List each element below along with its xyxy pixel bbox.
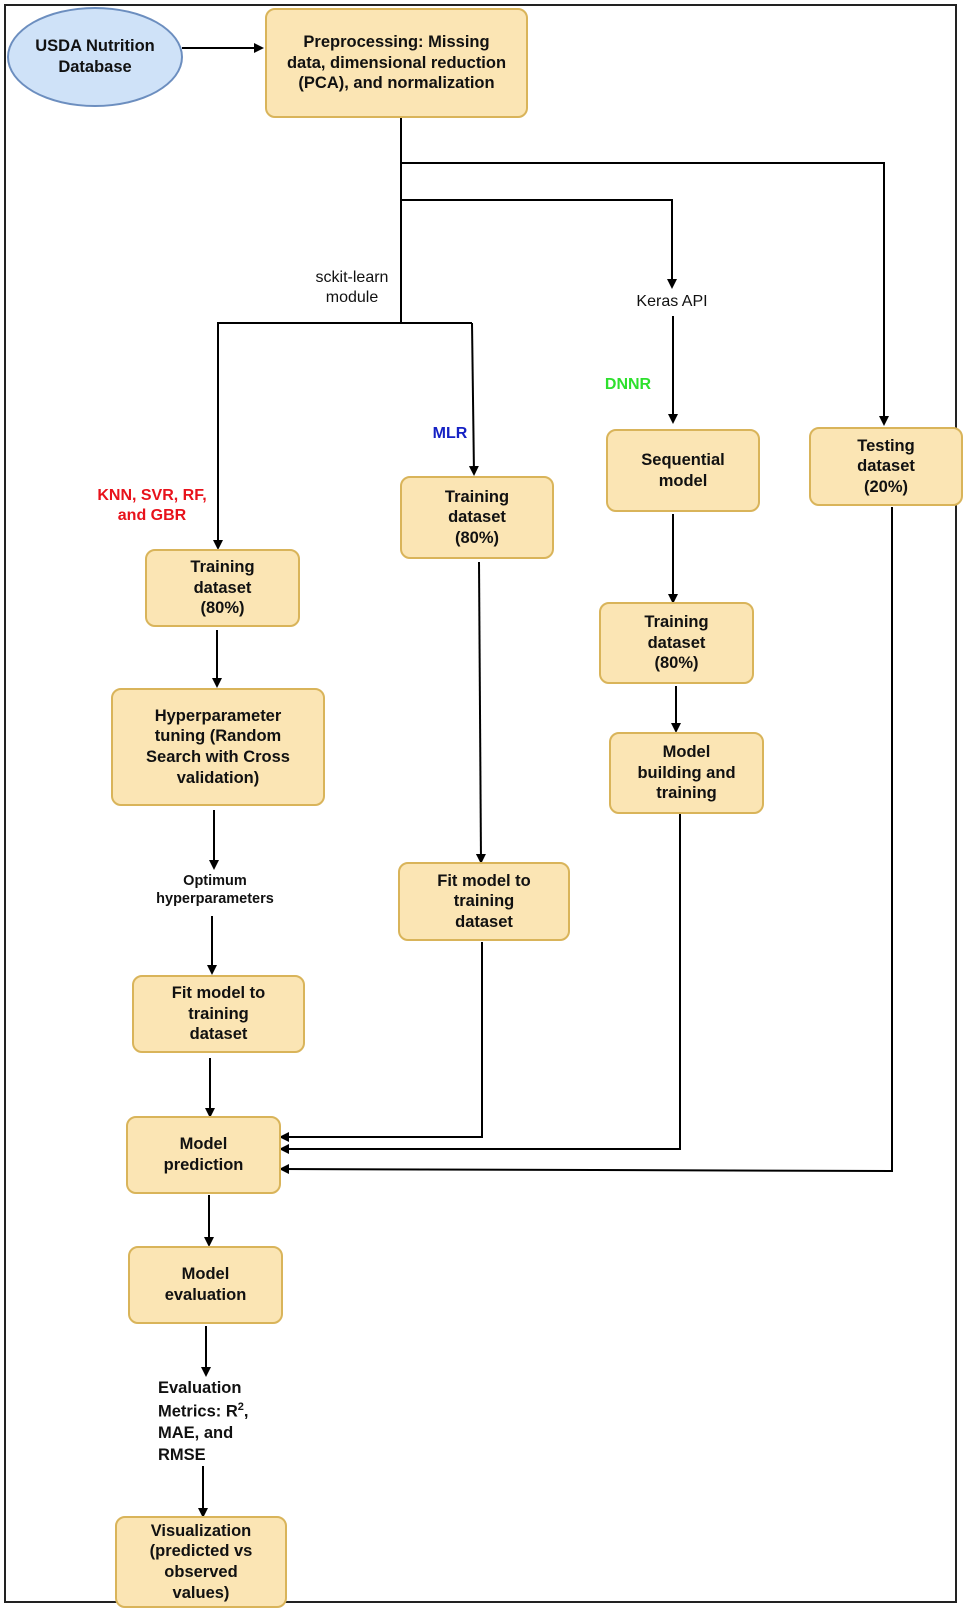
preprocessing-line-3: (PCA), and normalization (298, 74, 495, 93)
ml-models-line-1: KNN, SVR, RF, (97, 487, 207, 504)
mlr-text: MLR (432, 425, 468, 442)
train-ml-line-2: dataset (193, 578, 252, 597)
metrics-line-3: MAE, and (158, 1424, 234, 1443)
sklearn-line-2: module (325, 289, 379, 306)
box-model-building-training: Model building and training (609, 732, 764, 814)
box-training-dataset-ml: Training dataset (80%) (145, 549, 300, 627)
prediction-line-1: Model (179, 1135, 228, 1154)
box-hyperparameter-tuning: Hyperparameter tuning (Random Search wit… (111, 688, 325, 806)
hyper-line-1: Hyperparameter (154, 706, 282, 725)
testing-line-2: dataset (857, 457, 915, 476)
train-dnn-line-2: dataset (647, 633, 706, 652)
build-line-2: building and (637, 763, 736, 782)
arrow-train-mlr-to-fit-mlr (475, 561, 486, 864)
sequential-line-1: Sequential (641, 450, 725, 469)
label-sklearn-module: sckit-learn module (296, 268, 408, 308)
label-ml-models: KNN, SVR, RF, and GBR (82, 486, 222, 526)
visualization-line-1: Visualization (150, 1521, 252, 1540)
label-optimum-hyperparameters: Optimum hyperparameters (140, 872, 290, 908)
fit-mlr-line-2: training (453, 892, 515, 911)
label-keras-api: Keras API (612, 292, 732, 312)
evaluation-line-1: Model (181, 1265, 230, 1284)
visualization-line-3: observed (164, 1563, 238, 1581)
visualization-line-2: (predicted vs (149, 1542, 253, 1561)
optimum-line-2: hyperparameters (156, 891, 274, 908)
optimum-line-1: Optimum (183, 873, 247, 889)
box-visualization: Visualization (predicted vs observed val… (115, 1516, 287, 1608)
testing-line-1: Testing (857, 436, 915, 455)
fit-ml-line-2: training (188, 1004, 249, 1023)
build-line-3: training (656, 784, 717, 803)
label-mlr: MLR (422, 424, 478, 444)
box-model-evaluation: Model evaluation (128, 1246, 283, 1324)
ml-models-line-2: and GBR (117, 507, 187, 524)
keras-text: Keras API (636, 293, 708, 310)
metrics-line-2-suffix: , (243, 1402, 249, 1421)
metrics-line-1: Evaluation (158, 1379, 242, 1397)
hyper-line-2: tuning (Random (154, 727, 282, 746)
source-usda-database: USDA Nutrition Database (7, 7, 183, 107)
box-fit-model-mlr: Fit model to training dataset (398, 862, 570, 941)
train-ml-line-3: (80%) (200, 599, 245, 618)
box-sequential-model: Sequential model (606, 429, 760, 512)
metrics-line-2-prefix: Metrics: R (158, 1402, 238, 1421)
prediction-line-2: prediction (163, 1156, 244, 1174)
arrow-to-keras (401, 199, 677, 289)
box-testing-dataset: Testing dataset (20%) (809, 427, 963, 506)
source-line-2: Nutrition (86, 37, 155, 56)
label-dnnr: DNNR (598, 375, 658, 395)
arrow-build-to-prediction (279, 814, 681, 1154)
box-model-prediction: Model prediction (126, 1116, 281, 1194)
train-mlr-line-2: dataset (448, 508, 506, 527)
box-training-dataset-mlr: Training dataset (80%) (400, 476, 554, 559)
evaluation-line-2: evaluation (164, 1286, 247, 1304)
train-mlr-line-1: Training (444, 487, 510, 506)
label-evaluation-metrics: Evaluation Metrics: R2, MAE, and RMSE (158, 1378, 268, 1467)
arrow-to-train-mlr (468, 322, 479, 476)
box-training-dataset-dnn: Training dataset (80%) (599, 602, 754, 684)
train-mlr-line-3: (80%) (454, 528, 499, 547)
fit-mlr-line-3: dataset (455, 912, 513, 931)
hyper-line-3: Search with Cross (146, 748, 290, 766)
box-preprocessing: Preprocessing: Missing data, dimensional… (265, 8, 528, 118)
source-line-1: USDA (35, 37, 82, 56)
train-dnn-line-3: (80%) (654, 654, 699, 673)
build-line-1: Model (662, 743, 711, 762)
metrics-line-4: RMSE (158, 1446, 206, 1465)
source-line-3: Database (58, 58, 132, 76)
train-dnn-line-1: Training (644, 613, 709, 632)
preprocessing-line-1: Preprocessing: Missing (303, 33, 490, 52)
fit-ml-line-3: dataset (189, 1025, 248, 1044)
diagram-frame (4, 4, 957, 1603)
train-ml-line-1: Training (190, 558, 255, 577)
arrow-testing-to-prediction (279, 507, 893, 1175)
arrow-to-testing (401, 162, 889, 426)
sequential-line-2: model (658, 471, 708, 490)
preprocessing-line-2: data, dimensional reduction (286, 53, 507, 72)
sklearn-line-1: sckit-learn (315, 269, 389, 286)
fit-ml-line-1: Fit model to (171, 984, 266, 1003)
hyper-line-4: validation) (176, 768, 260, 787)
arrow-fit-mlr-to-prediction (279, 942, 483, 1142)
visualization-line-4: values) (172, 1583, 230, 1602)
fit-mlr-line-1: Fit model to (437, 871, 531, 890)
testing-line-3: (20%) (863, 477, 908, 496)
metrics-line-2-sup: 2 (237, 1400, 244, 1413)
box-fit-model-ml: Fit model to training dataset (132, 975, 305, 1053)
dnnr-text: DNNR (604, 376, 652, 393)
